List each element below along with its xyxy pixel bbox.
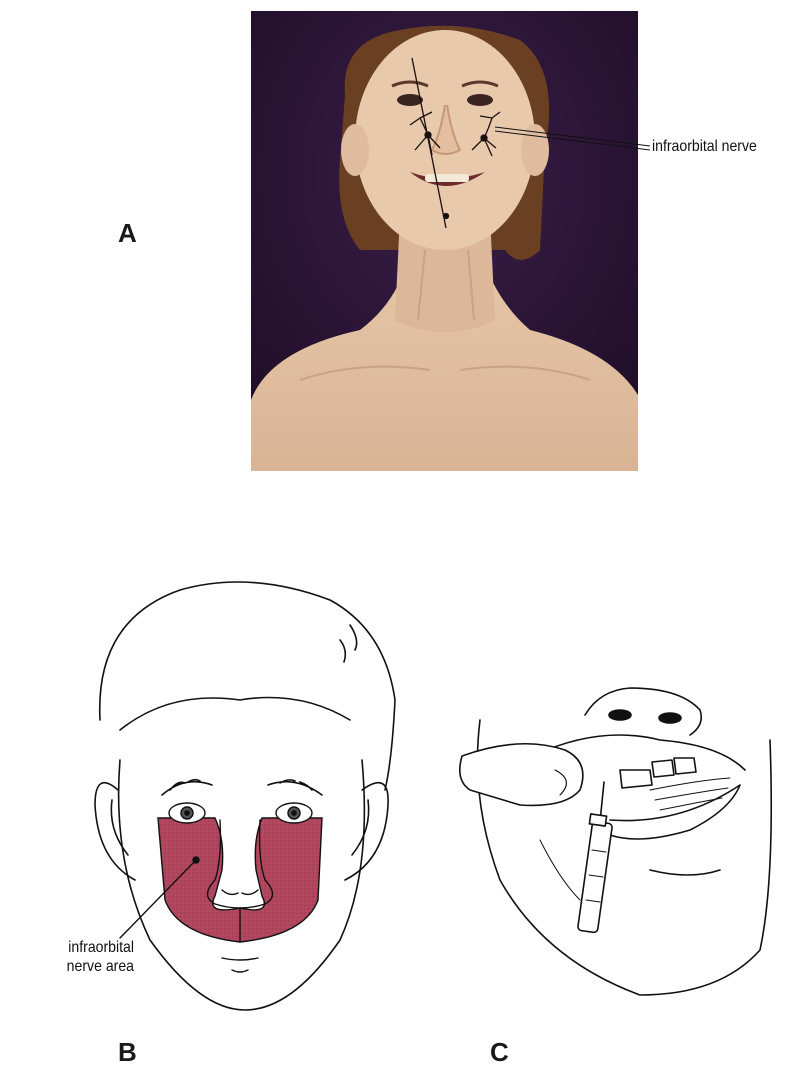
infraorbital-area-label-line2: nerve area: [28, 957, 134, 976]
teeth: [425, 174, 469, 182]
infraorbital-area-label: infraorbital nerve area: [28, 938, 134, 976]
left-ear: [341, 124, 369, 176]
finger: [460, 744, 583, 806]
syringe: [577, 782, 612, 933]
right-eyebrow: [268, 780, 322, 795]
panel-c-drawing: [460, 688, 771, 995]
infraorbital-area-label-line1: infraorbital: [28, 938, 134, 957]
mouth-line: [222, 958, 258, 960]
hair-outline: [100, 582, 395, 790]
infraorbital-nerve-label: infraorbital nerve: [652, 137, 757, 156]
nose-c: [585, 688, 701, 735]
panel-c-label: C: [490, 1037, 509, 1068]
panel-a-label: A: [118, 218, 137, 249]
panel-a-photo: [251, 11, 650, 471]
panel-b-label: B: [118, 1037, 137, 1068]
panel-b-drawing: [95, 582, 395, 1010]
right-eye: [467, 94, 493, 106]
right-ear-outline: [345, 783, 388, 880]
lower-lip: [610, 785, 740, 839]
left-eyebrow: [162, 780, 212, 795]
